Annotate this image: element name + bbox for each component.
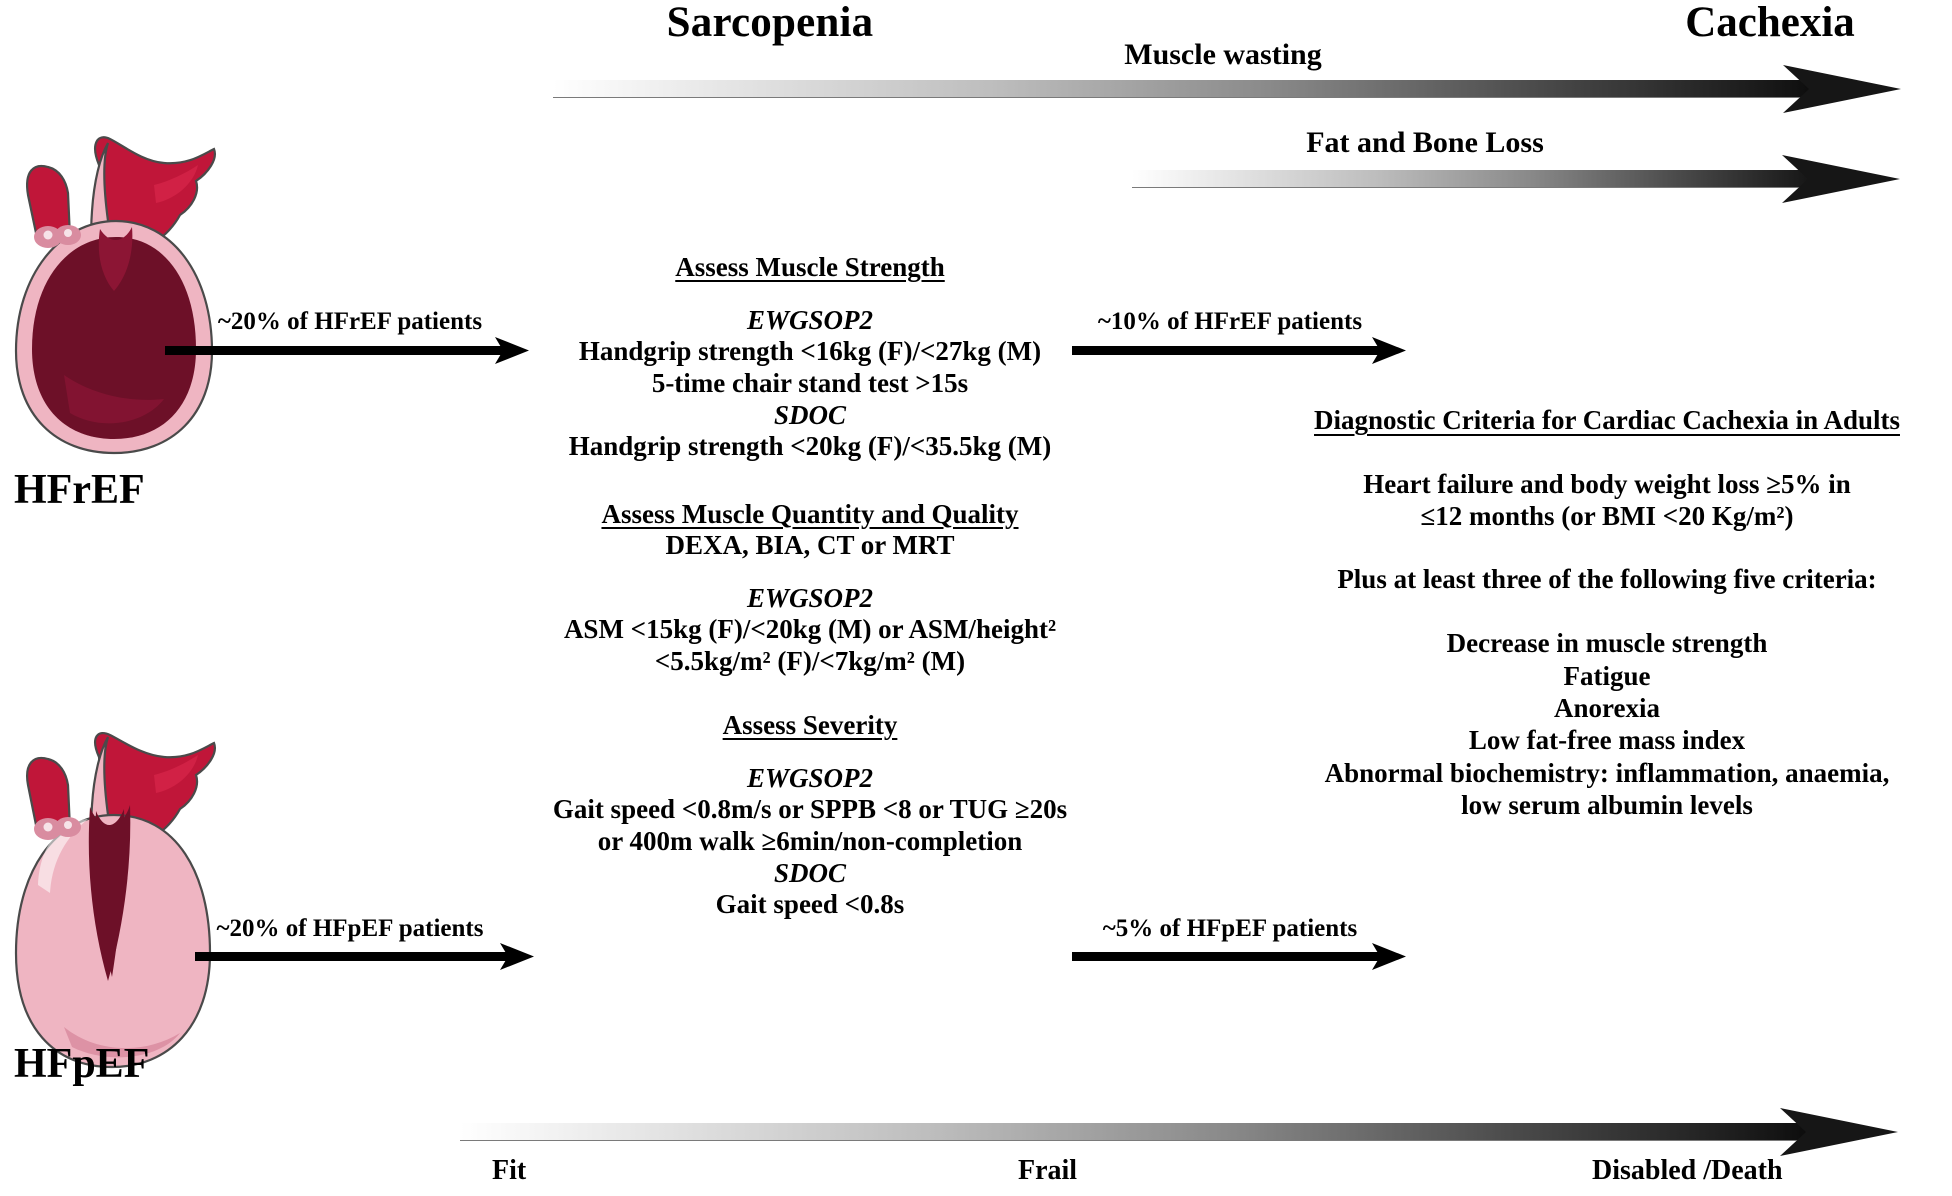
- assess-severity-block: Assess Severity EWGSOP2 Gait speed <0.8m…: [395, 710, 1225, 921]
- severity-ewgsop2-line-2: or 400m walk ≥6min/non-completion: [597, 826, 1023, 857]
- cachexia-criteria-panel: Diagnostic Criteria for Cardiac Cachexia…: [1262, 405, 1952, 822]
- severity-sdoc-line-1: Gait speed <0.8s: [715, 888, 905, 919]
- quantity-ewgsop2-line-2: <5.5kg/m² (F)/<7kg/m² (M): [654, 646, 966, 677]
- assess-muscle-quantity-block: Assess Muscle Quantity and Quality DEXA,…: [395, 499, 1225, 679]
- arrowhead-icon: [1780, 1108, 1898, 1156]
- strength-ewgsop2-line-2: 5-time chair stand test >15s: [651, 367, 969, 398]
- quantity-source-ewgsop2: EWGSOP2: [746, 583, 874, 614]
- hfpef-label: HFpEF: [14, 1041, 150, 1087]
- hfref-to-cachexia-label: ~10% of HFrEF patients: [1097, 308, 1363, 335]
- strength-sdoc-line-1: Handgrip strength <20kg (F)/<35.5kg (M): [568, 430, 1052, 461]
- cachexia-criteria-heading: Diagnostic Criteria for Cardiac Cachexia…: [1314, 405, 1900, 435]
- assessment-column: Assess Muscle Strength EWGSOP2 Handgrip …: [395, 252, 1225, 921]
- cachexia-criterion-5-line-2: low serum albumin levels: [1461, 790, 1753, 821]
- cachexia-criterion-5-line-1: Abnormal biochemistry: inflammation, ana…: [1324, 757, 1890, 788]
- strength-ewgsop2-line-1: Handgrip strength <16kg (F)/<27kg (M): [578, 336, 1042, 366]
- arrowhead-icon: [1782, 155, 1900, 203]
- cachexia-qualifier: Plus at least three of the following fiv…: [1337, 563, 1877, 594]
- hfref-to-sarcopenia-arrow: [165, 337, 535, 364]
- fat-bone-loss-label-wrap: Fat and Bone Loss: [1210, 126, 1640, 160]
- frailty-stage-fit: Fit: [492, 1155, 527, 1186]
- page-title-cachexia: Cachexia: [1685, 0, 1855, 46]
- muscle-wasting-arrow: [553, 65, 1952, 113]
- cachexia-primary-line-2: ≤12 months (or BMI <20 Kg/m²): [1420, 501, 1794, 532]
- assess-severity-heading: Assess Severity: [722, 710, 898, 741]
- quantity-ewgsop2-line-1: ASM <15kg (F)/<20kg (M) or ASM/height²: [563, 614, 1057, 645]
- severity-source-ewgsop2: EWGSOP2: [746, 763, 874, 794]
- hfpef-to-sarcopenia-arrow: [195, 943, 540, 970]
- frailty-stage-disabled-death: Disabled /Death: [1592, 1155, 1783, 1186]
- fat-and-bone-loss-label: Fat and Bone Loss: [1306, 126, 1544, 159]
- severity-ewgsop2-line-1: Gait speed <0.8m/s or SPPB <8 or TUG ≥20…: [552, 794, 1068, 825]
- cachexia-primary-line-1: Heart failure and body weight loss ≥5% i…: [1363, 469, 1851, 499]
- arrowhead-icon: [500, 943, 534, 970]
- cachexia-criterion-1: Decrease in muscle strength: [1446, 628, 1768, 659]
- hfpef-to-cachexia-arrow: [1072, 943, 1412, 970]
- hfref-to-sarcopenia-label: ~20% of HFrEF patients: [217, 308, 483, 335]
- hfref-label: HFrEF: [14, 467, 145, 513]
- hfpef-to-sarcopenia-label: ~20% of HFpEF patients: [216, 915, 484, 942]
- hfpef-to-cachexia-label: ~5% of HFpEF patients: [1102, 915, 1358, 942]
- strength-source-ewgsop2: EWGSOP2: [746, 305, 874, 335]
- hfref-to-cachexia-arrow: [1072, 337, 1412, 364]
- fat-and-bone-loss-arrow: [1132, 155, 1952, 203]
- arrowhead-icon: [1372, 943, 1406, 970]
- muscle-wasting-label-wrap: Muscle wasting: [1048, 38, 1398, 72]
- arrowhead-icon: [1783, 65, 1901, 113]
- frailty-stage-frail: Frail: [1018, 1155, 1078, 1186]
- cachexia-criterion-2: Fatigue: [1563, 660, 1651, 691]
- cachexia-criterion-4: Low fat-free mass index: [1468, 725, 1746, 756]
- cachexia-criterion-3: Anorexia: [1554, 692, 1660, 723]
- strength-source-sdoc: SDOC: [773, 399, 847, 430]
- arrowhead-icon: [1372, 337, 1406, 364]
- severity-source-sdoc: SDOC: [773, 857, 847, 888]
- assess-muscle-quantity-subtitle: DEXA, BIA, CT or MRT: [665, 529, 955, 560]
- assess-muscle-quantity-heading: Assess Muscle Quantity and Quality: [601, 498, 1019, 529]
- assess-muscle-strength-block: Assess Muscle Strength EWGSOP2 Handgrip …: [395, 252, 1225, 463]
- hfref-heart-illustration: [4, 125, 224, 455]
- muscle-wasting-label: Muscle wasting: [1124, 38, 1322, 71]
- page-title-sarcopenia: Sarcopenia: [666, 0, 874, 46]
- frailty-continuum-arrow: [460, 1108, 1952, 1156]
- arrowhead-icon: [495, 337, 529, 364]
- hfpef-heart-illustration: [4, 731, 224, 1075]
- assess-muscle-strength-heading: Assess Muscle Strength: [675, 252, 945, 282]
